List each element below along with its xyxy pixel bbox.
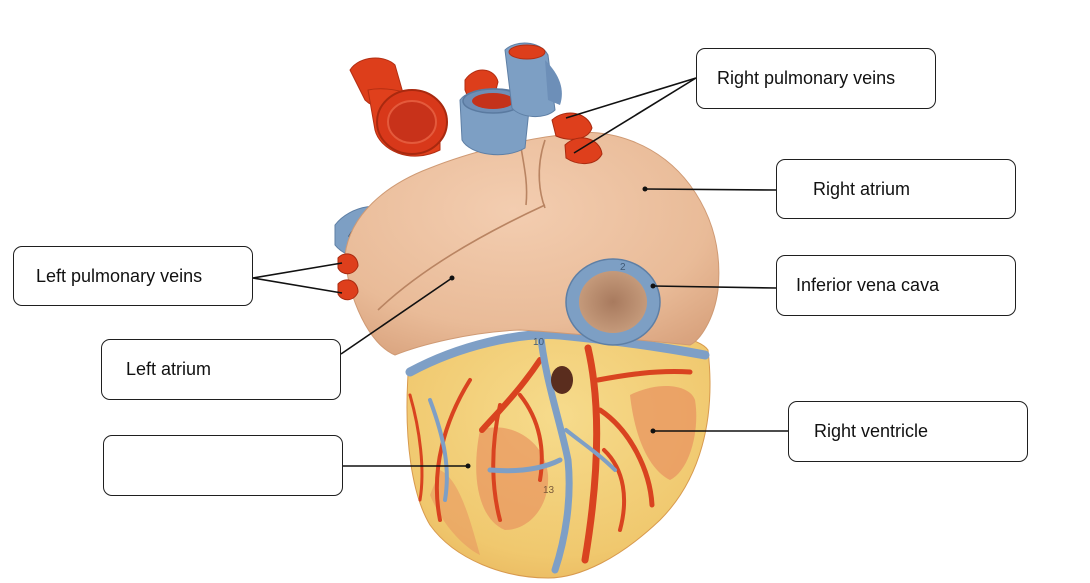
coronary-veins <box>405 326 710 574</box>
label-text: Right atrium <box>813 178 911 199</box>
coronary-sinus-opening <box>551 366 573 394</box>
label-text: Left atrium <box>126 359 212 379</box>
inferior-vena-cava-opening <box>565 258 661 346</box>
label-right-ventricle: Right ventricle <box>788 401 1028 462</box>
left-pulmonary-vein-stubs <box>337 253 359 301</box>
apex-tag: 13 <box>543 485 555 496</box>
right-ventricle-muscle <box>630 385 697 480</box>
label-right-atrium: Right atrium <box>776 159 1016 219</box>
label-text: Right ventricle <box>814 421 929 441</box>
right-pulmonary-vein-stubs <box>551 112 603 164</box>
leader-left-pulmonary-lower <box>252 277 343 294</box>
label-left-pulmonary-veins: Left pulmonary veins <box>13 246 253 306</box>
leader-left-pulmonary-upper <box>252 262 343 279</box>
label-inferior-vena-cava: Inferior vena cava <box>776 255 1016 316</box>
label-blank-answer[interactable] <box>103 435 343 496</box>
label-text: Inferior vena cava <box>796 275 940 295</box>
coronary-arteries <box>408 344 693 564</box>
apex-muscle <box>430 470 480 555</box>
leader-right-pulmonary-lower <box>573 77 697 154</box>
leader-right-atrium <box>644 188 777 191</box>
label-text: Right pulmonary veins <box>717 68 896 88</box>
leader-end-dots <box>449 186 656 469</box>
great-vessels <box>349 42 562 157</box>
ivc-tag: 2 <box>620 262 626 273</box>
atria-body <box>344 131 720 356</box>
label-text: Left pulmonary veins <box>36 265 203 286</box>
leader-right-pulmonary-upper <box>565 77 697 119</box>
leader-left-atrium <box>340 277 453 355</box>
label-right-pulmonary-veins: Right pulmonary veins <box>696 48 936 109</box>
leader-lines <box>252 77 788 467</box>
leader-inferior-vena-cava <box>652 285 777 289</box>
label-left-atrium: Left atrium <box>101 339 341 400</box>
vein-tag: 10 <box>533 337 545 348</box>
